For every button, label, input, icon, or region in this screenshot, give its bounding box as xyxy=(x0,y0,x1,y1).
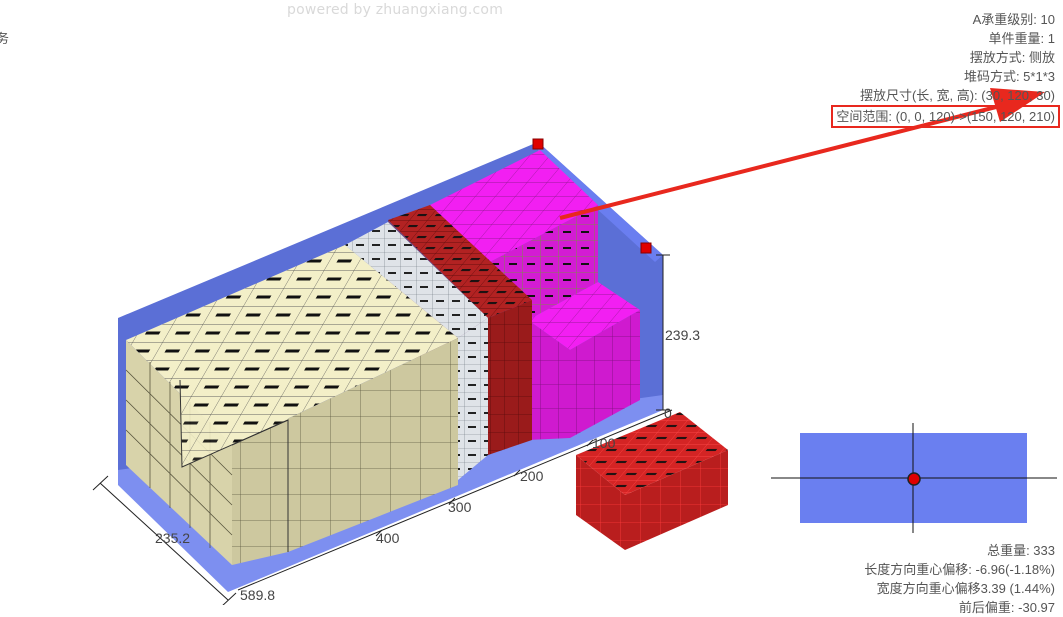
width-dimension: 235.2 xyxy=(155,530,190,546)
width-cog-offset: 宽度方向重心偏移3.39 (1.44%) xyxy=(876,581,1055,596)
cargo-magenta-lower[interactable] xyxy=(528,282,640,440)
total-weight: 总重量: 333 xyxy=(987,543,1055,558)
loose-red-cargo[interactable] xyxy=(576,412,728,550)
space-range-highlighted: 空间范围: (0, 0, 120)->(150, 120, 210) xyxy=(831,105,1060,128)
cargo-info-panel: A承重级别: 10 单件重量: 1 摆放方式: 侧放 堆码方式: 5*1*3 摆… xyxy=(831,10,1060,128)
tick-label: 100 xyxy=(592,435,616,451)
corner-marker xyxy=(640,242,652,254)
center-of-gravity-panel xyxy=(771,423,1057,533)
cargo-cream-stack[interactable] xyxy=(125,245,458,565)
length-cog-offset: 长度方向重心偏移: -6.96(-1.18%) xyxy=(864,562,1055,577)
placement-size: 摆放尺寸(长, 宽, 高): (30, 120, 30) xyxy=(859,88,1055,103)
cargo-gray-stack[interactable] xyxy=(345,222,488,480)
tick-label: 300 xyxy=(448,499,472,515)
watermark: powered by zhuangxiang.com xyxy=(287,2,504,18)
height-zero: 0 xyxy=(664,405,672,421)
bearing-level: A承重级别: 10 xyxy=(972,12,1055,27)
clipped-side-text: 务 xyxy=(0,31,10,46)
length-dimension: 589.8 xyxy=(240,587,275,603)
placement-mode: 摆放方式: 侧放 xyxy=(969,50,1055,65)
corner-marker xyxy=(532,138,544,150)
front-rear-balance: 前后偏重: -30.97 xyxy=(958,600,1055,615)
weight-stats-panel: 总重量: 333 长度方向重心偏移: -6.96(-1.18%) 宽度方向重心偏… xyxy=(864,541,1055,617)
tick-label: 400 xyxy=(376,530,400,546)
tick-label: 200 xyxy=(520,468,544,484)
stack-mode: 堆码方式: 5*1*3 xyxy=(963,69,1055,84)
center-of-gravity-dot xyxy=(907,472,921,486)
height-dimension: 239.3 xyxy=(665,327,700,343)
unit-weight: 单件重量: 1 xyxy=(988,31,1055,46)
